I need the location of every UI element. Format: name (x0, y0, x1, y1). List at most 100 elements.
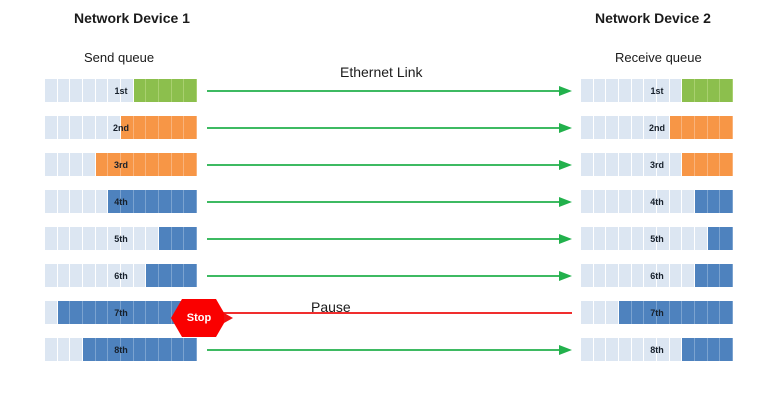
queue-cell-empty (581, 190, 594, 213)
queue-cell-filled (95, 153, 109, 176)
queue-cell-empty (657, 79, 670, 102)
queue-cell-empty (669, 79, 683, 102)
queue-cell-empty (57, 116, 71, 139)
link-arrow-right (207, 343, 572, 357)
queue-cell-empty (593, 79, 607, 102)
receive-queue-label: Receive queue (615, 50, 702, 65)
queue-cell-empty (45, 227, 58, 250)
queue-cell-filled (669, 301, 683, 324)
queue-cell-filled (121, 153, 134, 176)
queue-cell-filled (171, 338, 185, 361)
stop-sign: Stop (171, 299, 233, 337)
queue-cell-filled (695, 301, 708, 324)
queue-cell-filled (146, 153, 160, 176)
queue-cell-filled (707, 153, 721, 176)
queue-cell-empty (657, 338, 670, 361)
queue-cell-empty (45, 116, 58, 139)
queue-cell-empty (83, 227, 96, 250)
queue-cell-empty (70, 116, 84, 139)
queue-cell-empty (57, 190, 71, 213)
queue-cell-filled (146, 116, 160, 139)
link-arrow-right (207, 269, 572, 283)
queue-cell-empty (657, 153, 670, 176)
queue-cell-filled (695, 79, 708, 102)
device-2-title: Network Device 2 (595, 10, 711, 26)
queue-cell-filled (720, 301, 733, 324)
queue-cell-filled (720, 79, 733, 102)
receive-queue-row: 8th (580, 337, 734, 362)
queue-cell-empty (45, 153, 58, 176)
queue-cell-filled (146, 338, 160, 361)
queue-cell-filled (159, 338, 172, 361)
queue-cell-filled (695, 264, 708, 287)
queue-cell-empty (581, 264, 594, 287)
queue-cell-empty (593, 116, 607, 139)
queue-cell-empty (95, 227, 109, 250)
send-queue-row: 1st (44, 78, 198, 103)
queue-cell-empty (669, 153, 683, 176)
send-queue-row: 3rd (44, 152, 198, 177)
queue-cell-filled (184, 153, 197, 176)
queue-cell-filled (159, 264, 172, 287)
queue-cell-filled (108, 190, 122, 213)
queue-cell-filled (720, 227, 733, 250)
queue-cell-empty (121, 79, 134, 102)
queue-cell-empty (619, 227, 632, 250)
queue-cell-empty (581, 116, 594, 139)
queue-cell-filled (146, 301, 160, 324)
queue-cell-filled (682, 301, 696, 324)
send-queue-row: 8th (44, 337, 198, 362)
queue-cell-filled (133, 190, 147, 213)
queue-cell-empty (593, 301, 607, 324)
queue-cell-filled (146, 190, 160, 213)
queue-cell-empty (108, 264, 122, 287)
queue-cell-filled (682, 116, 696, 139)
queue-cell-empty (70, 264, 84, 287)
queue-cell-empty (108, 79, 122, 102)
queue-cell-filled (171, 227, 185, 250)
queue-cell-filled (184, 116, 197, 139)
queue-cell-filled (171, 264, 185, 287)
queue-cell-filled (707, 264, 721, 287)
receive-queue-row: 1st (580, 78, 734, 103)
queue-cell-filled (619, 301, 632, 324)
queue-cell-filled (83, 301, 96, 324)
queue-cell-empty (619, 79, 632, 102)
queue-cell-filled (657, 301, 670, 324)
queue-cell-filled (720, 264, 733, 287)
queue-cell-filled (707, 301, 721, 324)
queue-cell-empty (121, 264, 134, 287)
queue-cell-filled (121, 190, 134, 213)
queue-cell-empty (70, 153, 84, 176)
send-queue-row: 6th (44, 263, 198, 288)
queue-cell-filled (95, 301, 109, 324)
queue-cell-empty (95, 190, 109, 213)
queue-cell-empty (606, 153, 620, 176)
queue-cell-empty (593, 264, 607, 287)
queue-cell-empty (45, 190, 58, 213)
queue-cell-filled (184, 338, 197, 361)
queue-cell-filled (644, 301, 658, 324)
queue-cell-empty (57, 153, 71, 176)
queue-cell-filled (707, 79, 721, 102)
queue-cell-empty (631, 79, 645, 102)
queue-cell-empty (45, 301, 58, 324)
queue-cell-filled (695, 338, 708, 361)
receive-queue-row: 6th (580, 263, 734, 288)
queue-cell-filled (108, 153, 122, 176)
queue-cell-empty (83, 116, 96, 139)
queue-cell-empty (606, 301, 620, 324)
queue-cell-empty (70, 338, 84, 361)
queue-cell-filled (695, 153, 708, 176)
queue-cell-empty (669, 338, 683, 361)
queue-cell-empty (606, 227, 620, 250)
queue-cell-filled (720, 116, 733, 139)
queue-cell-empty (606, 79, 620, 102)
queue-cell-empty (581, 79, 594, 102)
queue-cell-filled (720, 153, 733, 176)
send-queue-row: 5th (44, 226, 198, 251)
queue-cell-empty (593, 190, 607, 213)
queue-cell-empty (70, 79, 84, 102)
stop-octagon-icon (171, 299, 233, 337)
